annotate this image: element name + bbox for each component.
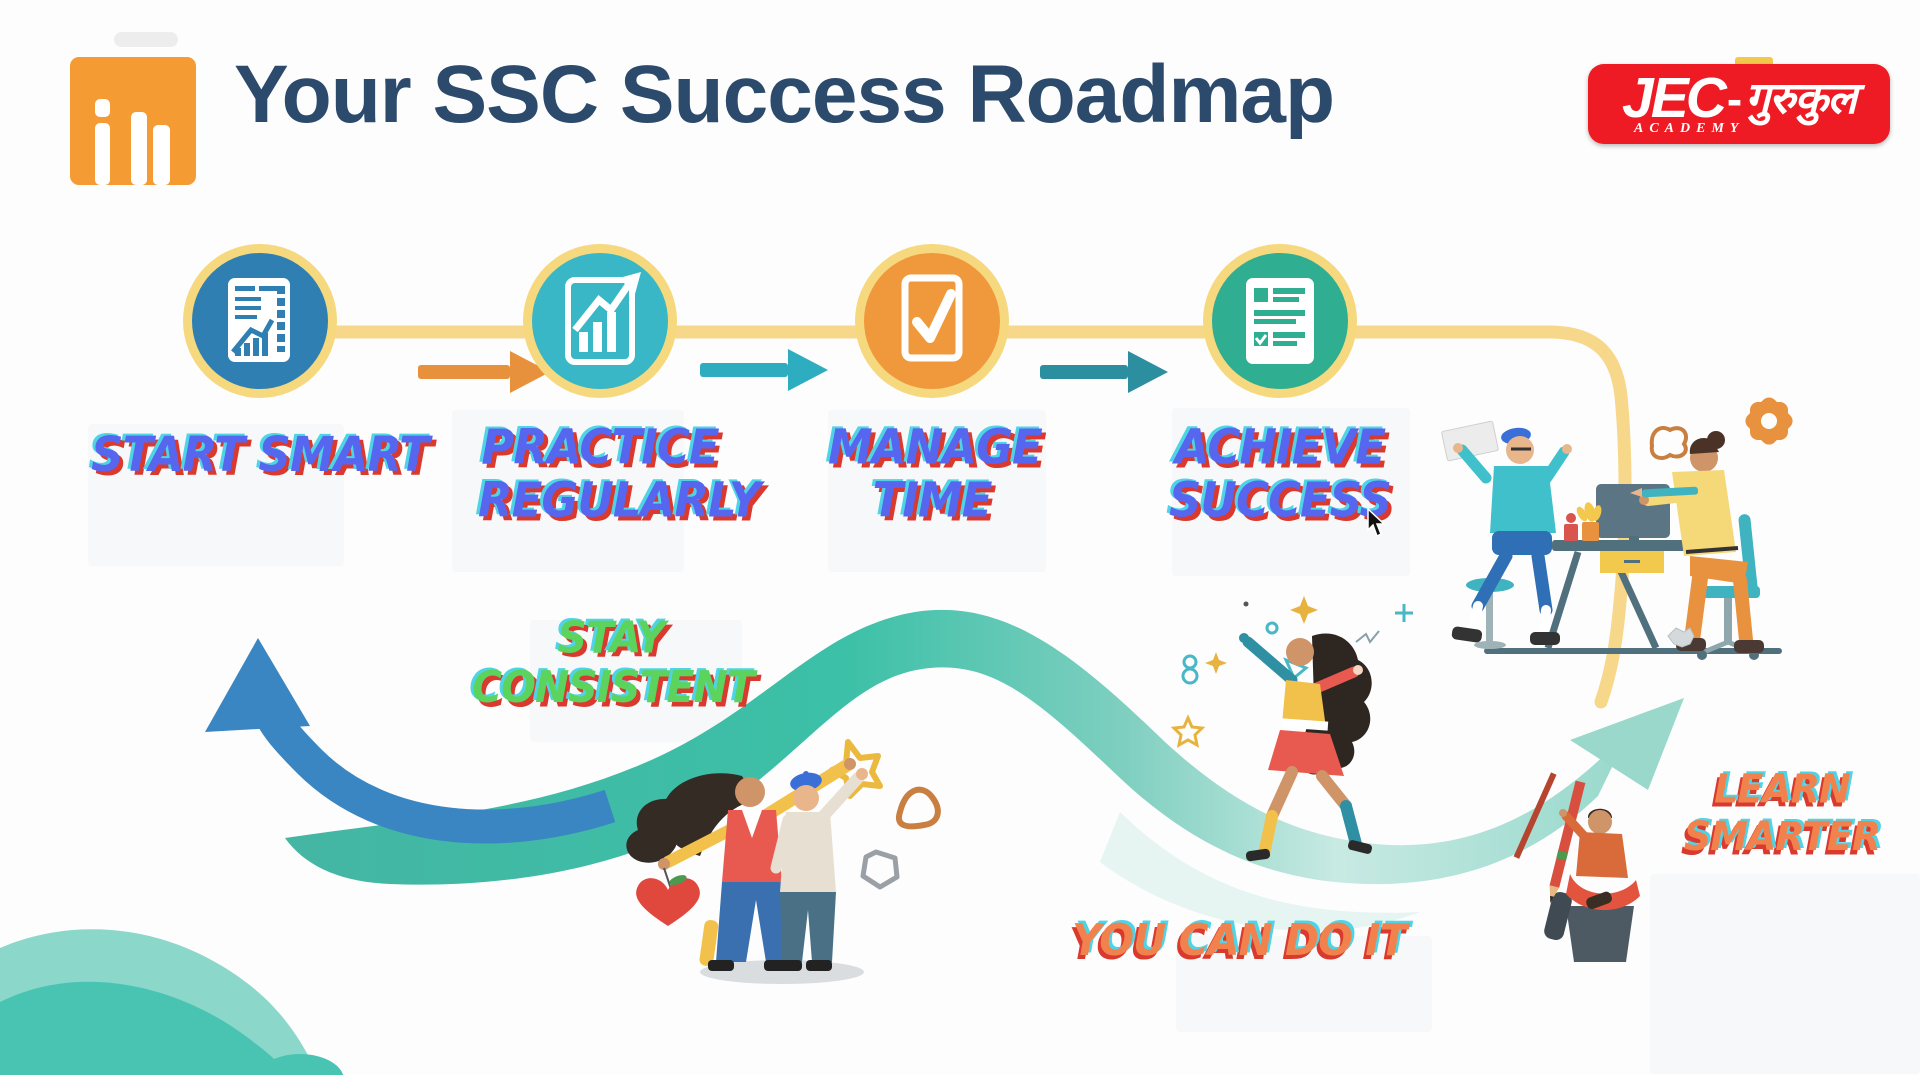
growth-arrow-icon <box>565 272 641 365</box>
jumping-celebrating-woman <box>1170 596 1413 862</box>
step-arrow-2 <box>700 349 828 391</box>
page-title: Your SSC Success Roadmap <box>234 49 1335 140</box>
bg-patch <box>88 424 344 566</box>
teal-corner-wave <box>0 929 344 1075</box>
gear-icon <box>1745 397 1793 445</box>
doodle-eight <box>1182 654 1198 670</box>
bg-patch <box>1172 408 1410 576</box>
label-you-can-do-it: YOU CAN DO IT <box>1072 914 1407 966</box>
celebrating-couple <box>626 758 868 984</box>
step-circle-start-smart <box>183 244 337 398</box>
brand-logo: JEC - गुरुकुल ACADEMY <box>1588 64 1890 144</box>
bg-patch <box>828 410 1046 572</box>
step-arrow-3 <box>1040 351 1168 393</box>
blue-curved-up-arrow <box>205 638 616 844</box>
bg-patch <box>1176 936 1432 1032</box>
brand-academy: ACADEMY <box>1634 121 1745 136</box>
bg-smudge <box>114 32 178 47</box>
step-circle-practice-regularly <box>523 244 677 398</box>
mouse-pointer-icon <box>1367 508 1386 538</box>
teal-wave-ribbon-arrow <box>285 609 1684 885</box>
label-learn-smarter: LEARN SMARTER <box>1683 765 1881 860</box>
app-logo <box>70 57 196 185</box>
brand-gurukul: गुरुकुल <box>1745 72 1857 124</box>
bg-patch <box>1650 874 1920 1074</box>
step-arrow-1 <box>418 351 550 393</box>
two-people-studying-at-desk <box>1441 397 1793 660</box>
step-label-start-smart: START SMART <box>91 426 430 483</box>
giant-pencil <box>1549 780 1586 904</box>
brand-name: JEC - गुरुकुल <box>1588 70 1890 127</box>
ribbon-echo <box>1100 812 1420 932</box>
ribbon-arrowhead <box>1570 698 1684 790</box>
heart-icon <box>636 875 700 926</box>
brand-hyphen: - <box>1726 72 1743 125</box>
bg-patch <box>452 410 684 572</box>
result-list-icon <box>1246 278 1314 364</box>
step-label-practice-regularly: PRACTICE REGULARLY <box>478 418 761 529</box>
giant-pencil <box>1513 772 1557 859</box>
report-chart-icon <box>228 278 290 362</box>
step-circle-manage-time <box>855 244 1009 398</box>
step-circle-achieve-success <box>1203 244 1357 398</box>
label-stay-consistent: STAY CONSISTENT <box>472 612 755 713</box>
bg-patch <box>530 620 742 742</box>
man-sitting-with-giant-pencils <box>1513 772 1640 962</box>
step-label-achieve-success: ACHIEVE SUCCESS <box>1169 418 1392 529</box>
brand-jec: JEC <box>1622 66 1727 130</box>
step-label-manage-time: MANAGE TIME <box>828 418 1043 529</box>
checklist-check-icon <box>901 274 963 362</box>
